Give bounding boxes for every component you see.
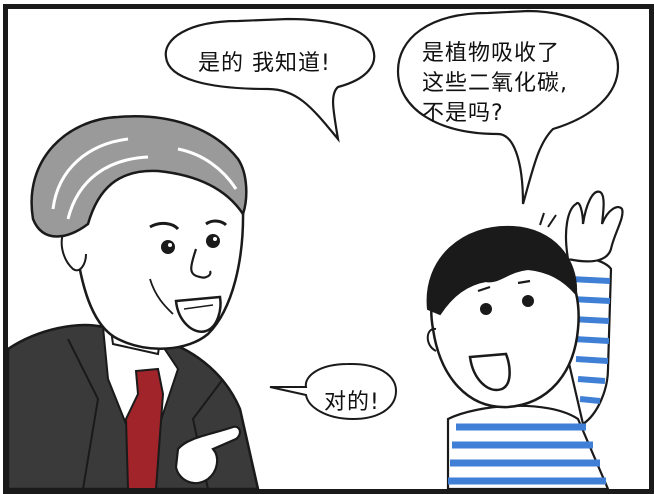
speech-text-small: 对的! — [324, 390, 380, 415]
teacher-figure — [8, 115, 260, 489]
raised-hand — [564, 190, 624, 263]
black-hair — [426, 225, 578, 316]
speech-line: 不是吗? — [422, 101, 504, 126]
speech-text-right: 是植物吸收了 这些二氧化碳, 不是吗? — [422, 39, 568, 129]
comic-panel: 是的 我知道! 是植物吸收了 这些二氧化碳, 不是吗? 对的! — [3, 4, 654, 494]
speech-line: 是植物吸收了 — [422, 41, 561, 66]
speech-line: 这些二氧化碳, — [422, 71, 568, 96]
pointing-hand — [174, 425, 242, 485]
speech-bubble-left — [164, 17, 376, 143]
red-tie — [124, 367, 165, 489]
student-figure — [426, 190, 624, 489]
speech-bubble-right — [396, 9, 620, 205]
speech-text-left: 是的 我知道! — [198, 51, 331, 76]
speech-bubble-small — [269, 362, 398, 421]
comic-illustration — [8, 9, 624, 489]
gray-hair — [30, 115, 248, 238]
